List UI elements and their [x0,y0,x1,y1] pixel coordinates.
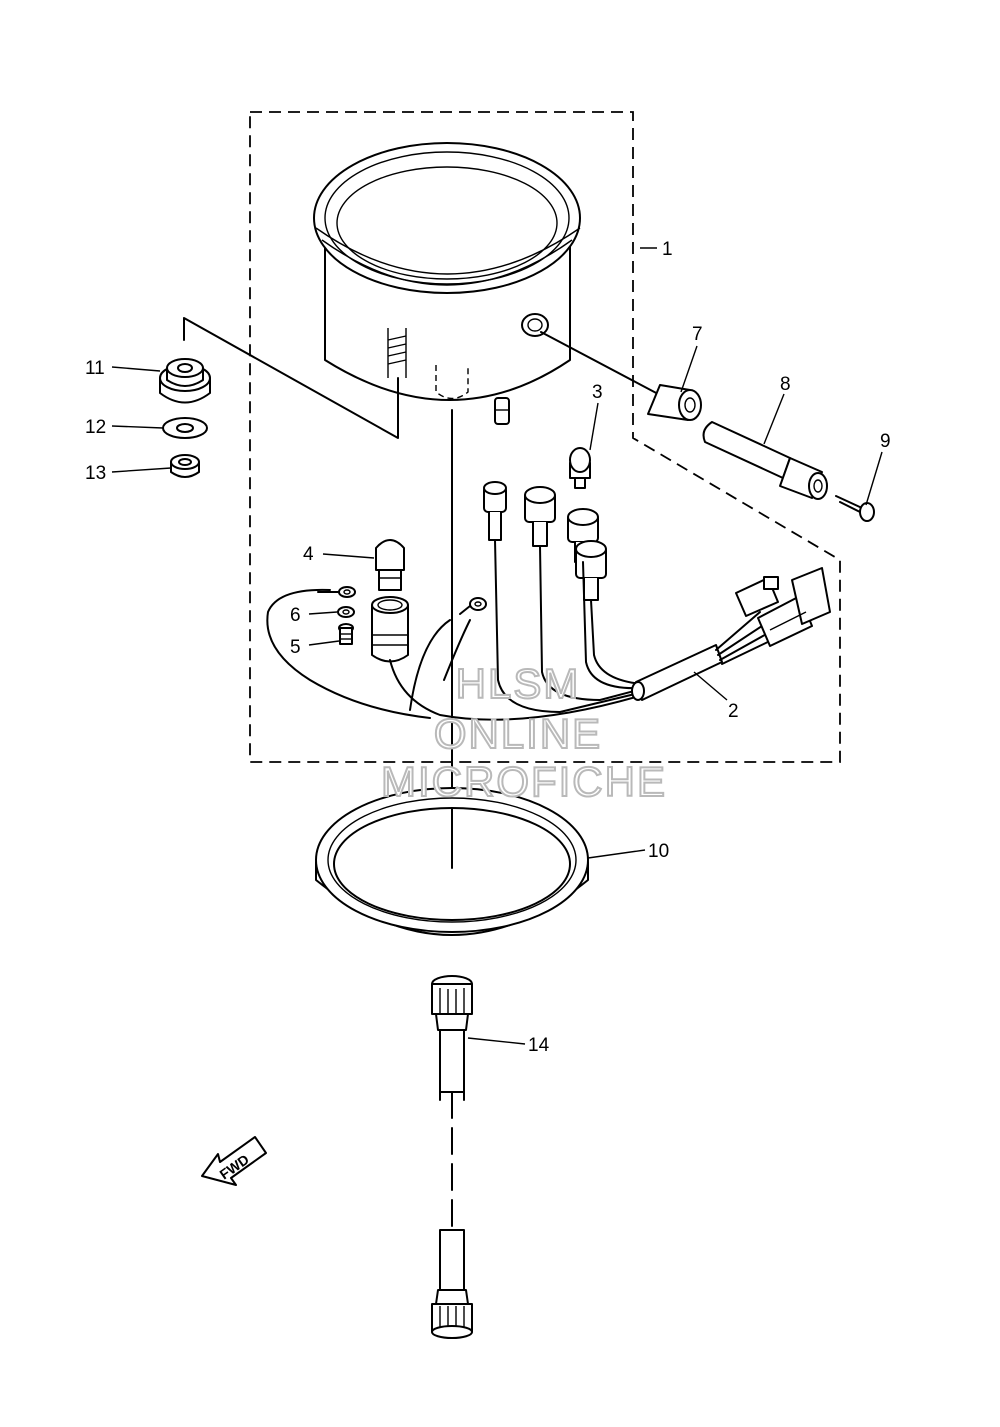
leader-5 [308,640,340,646]
wire-harness [266,481,831,721]
meter-housing [313,142,581,425]
leader-10 [587,849,646,859]
leader-13 [111,467,172,473]
callout-10: 10 [648,841,669,862]
watermark: HLSM ONLINE MICROFICHE [380,659,667,806]
watermark-line-2: ONLINE [434,710,602,757]
screw-small [338,623,354,645]
callout-14: 14 [528,1035,550,1056]
leader-12 [111,425,164,429]
watermark-line-1: HLSM [456,660,581,707]
coupler [735,567,831,647]
nut [170,454,200,478]
washer [162,417,208,439]
collar [647,384,702,421]
callout-2: 2 [728,701,739,722]
fwd-arrow-icon: FWD [201,1136,267,1186]
leader-11 [111,366,161,372]
screw [835,495,875,522]
grommet [159,358,211,404]
leader-8 [763,393,785,445]
leader-2 [693,671,728,701]
callout-5: 5 [290,637,301,658]
bulb-large [375,539,405,591]
assembly-line-left [183,317,399,439]
callout-6: 6 [290,605,301,626]
callout-4: 4 [303,544,314,565]
leader-4 [322,553,375,559]
callout-3: 3 [592,382,603,403]
socket-4 [575,540,607,601]
callout-13: 13 [85,463,106,484]
ring-terminal-right [459,597,487,615]
sleeve [702,421,828,500]
washer-small [337,606,355,618]
leader-6 [308,611,338,615]
bulb-small [569,447,591,489]
callout-7: 7 [692,324,703,345]
watermark-line-3: MICROFICHE [381,758,667,805]
callout-11: 11 [85,358,105,379]
assembly-line-right [540,331,661,396]
leader-3 [589,402,599,451]
callout-9: 9 [880,431,891,452]
callout-8: 8 [780,374,791,395]
leader-14 [467,1037,526,1045]
socket-2 [524,486,556,547]
assembly-boundary [249,111,841,763]
callout-1: 1 [662,239,673,260]
callout-12: 12 [85,417,106,438]
socket-1 [483,481,507,541]
gasket-ring [315,787,589,936]
leader-7 [680,345,698,393]
leader-9 [865,451,883,506]
socket-main [371,596,409,663]
speedometer-cable [431,975,473,1339]
ring-terminal-left [317,586,356,598]
